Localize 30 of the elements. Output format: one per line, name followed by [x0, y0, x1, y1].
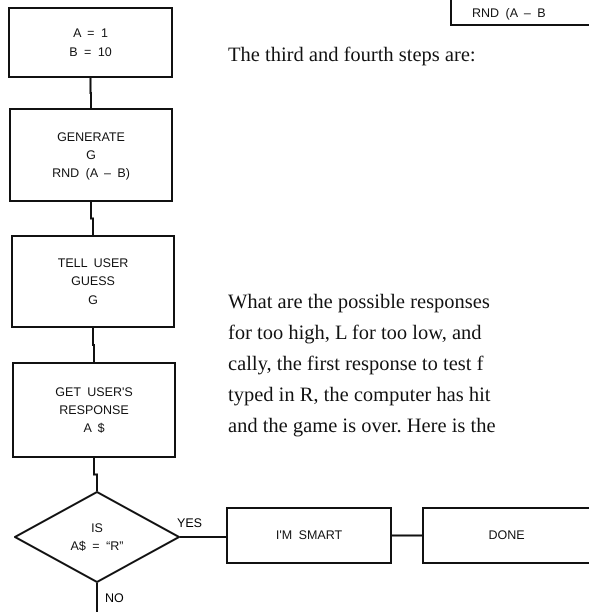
connector-line: [93, 458, 98, 491]
process-box: [11, 235, 175, 328]
node-text: GET USER'S RESPONSE A $: [55, 384, 133, 438]
node-text: IS A$ = “R”: [70, 520, 124, 555]
body-text: typed in R, the computer has hit: [228, 385, 490, 406]
connector-line: [90, 202, 94, 235]
process-box: [9, 108, 173, 202]
body-text: What are the possible responses: [228, 292, 490, 312]
edge-label: YES: [177, 517, 202, 530]
edge-label: NO: [105, 592, 124, 604]
body-text: The third and fourth steps are:: [228, 45, 476, 66]
connector-line: [92, 328, 95, 362]
process-box: [8, 7, 173, 78]
node-text: TELL USER GUESS G: [58, 255, 128, 309]
connector-line: [96, 583, 98, 612]
node-text: DONE: [488, 527, 525, 544]
process-box: [450, 0, 589, 26]
connector-line: [90, 78, 92, 108]
process-box: [422, 507, 589, 564]
node-text: GENERATE G RND (A – B): [52, 128, 130, 182]
connector-line: [392, 534, 422, 536]
process-box: [12, 362, 176, 458]
node-text: RND (A – B: [472, 5, 546, 22]
body-text: cally, the first response to test f: [228, 354, 484, 374]
connector-line: [180, 536, 226, 538]
body-text: for too high, L for too low, and: [228, 323, 482, 344]
body-text: and the game is over. Here is the: [228, 416, 496, 436]
node-text: I'M SMART: [276, 527, 342, 544]
process-box: [226, 507, 392, 564]
node-text: A = 1 B = 10: [69, 25, 112, 60]
